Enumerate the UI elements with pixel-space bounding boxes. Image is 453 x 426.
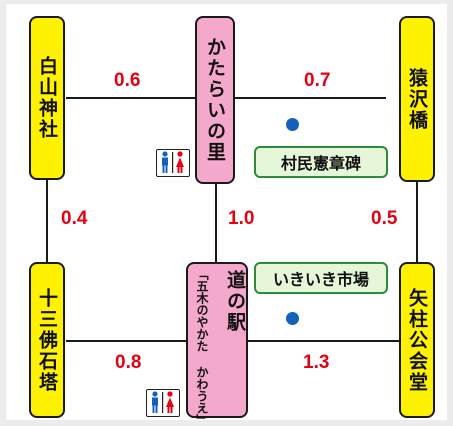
distance-hakusan-katarai: 0.6 (114, 70, 141, 91)
landmark-sonmin-kensho-hi[interactable]: 村民憲章碑 (254, 146, 388, 178)
toilet-icon (146, 389, 180, 417)
node-label: 道の駅 (224, 270, 246, 333)
node-sawabashi[interactable]: 猿沢橋 (399, 16, 435, 182)
node-michi-no-eki[interactable]: 道の駅 (186, 262, 248, 418)
route-map: 白山神社 かたらいの里 猿沢橋 十三佛石塔 道の駅 「五木のやかた かわうえ」 … (6, 4, 447, 426)
location-dot-icon (286, 118, 299, 131)
distance-katarai-sawabashi: 0.7 (304, 70, 331, 91)
landmark-ikiiki-ichiba[interactable]: いきいき市場 (254, 262, 388, 294)
node-jusan-butsu-sekito[interactable]: 十三佛石塔 (29, 262, 65, 418)
node-label: 矢柱公会堂 (406, 287, 428, 393)
distance-michinoeki-yabashira: 1.3 (303, 352, 330, 373)
location-dot-icon (286, 312, 299, 325)
distance-jusan-michinoeki: 0.8 (115, 352, 142, 373)
toilet-icon (156, 149, 190, 177)
node-sublabel: 「五木のやかた かわうえ」 (195, 268, 209, 426)
node-katarai-no-sato[interactable]: かたらいの里 (195, 16, 235, 184)
distance-hakusan-jusan: 0.4 (61, 208, 88, 229)
node-label: 十三佛石塔 (36, 287, 58, 393)
route-katarai-michinoeki (215, 184, 217, 264)
node-label: 猿沢橋 (406, 67, 428, 131)
route-hakusan-jusan (46, 174, 48, 264)
distance-sawabashi-yabashira: 0.5 (371, 208, 398, 229)
node-label: かたらいの里 (204, 37, 226, 163)
route-sawabashi-yabashira (416, 182, 418, 264)
distance-katarai-michinoeki: 1.0 (228, 208, 255, 229)
node-hakusan-shrine[interactable]: 白山神社 (29, 16, 65, 180)
node-label: 白山神社 (36, 56, 58, 140)
node-yabashira-hall[interactable]: 矢柱公会堂 (399, 262, 435, 418)
